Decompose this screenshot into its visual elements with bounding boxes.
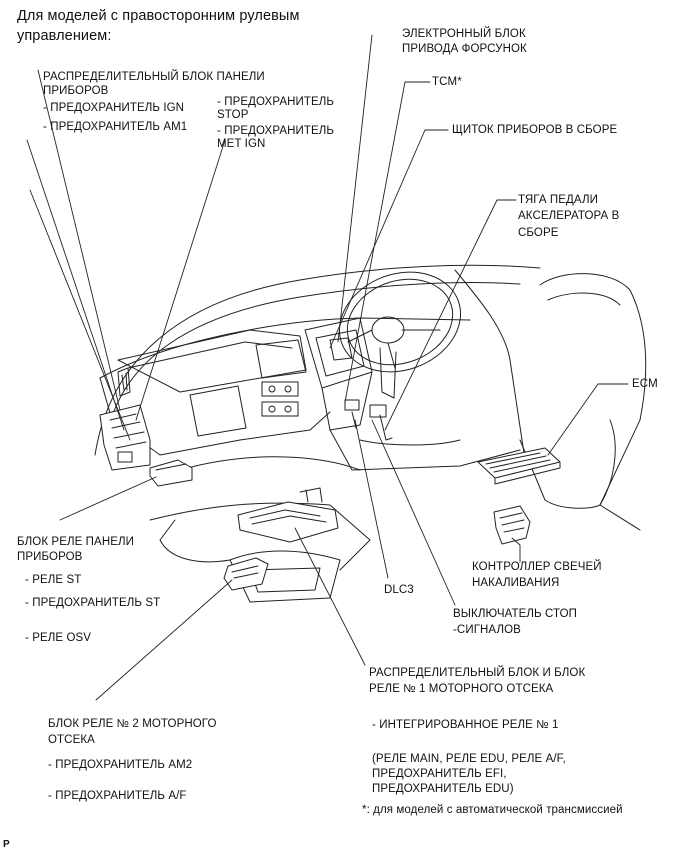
edu-label-line-1: ЭЛЕКТРОННЫЙ БЛОК [402, 28, 526, 40]
glow-controller [493, 505, 531, 545]
ipjb-fuse-stop-line-2: STOP [217, 109, 249, 121]
engine-rb1-contents-line-2: ПРЕДОХРАНИТЕЛЬ EFI, [372, 768, 507, 780]
ipjb-title-line-2: ПРИБОРОВ [43, 85, 109, 97]
stop-switch-label-line-1: ВЫКЛЮЧАТЕЛЬ СТОП [453, 608, 577, 620]
engine-rb1-integrated-relay: - ИНТЕГРИРОВАННОЕ РЕЛЕ № 1 [372, 719, 559, 731]
irb-title-line-2: ПРИБОРОВ [17, 551, 83, 563]
ipjb-fuse-met-ign-line-2: MET IGN [217, 138, 266, 150]
engine-rb2-fuse-af: - ПРЕДОХРАНИТЕЛЬ A/F [48, 790, 187, 802]
engine-rb1-contents-line-1: (РЕЛЕ MAIN, РЕЛЕ EDU, РЕЛЕ A/F, [372, 753, 566, 765]
windshield-inner-outline [107, 282, 521, 431]
steering-wheel [338, 271, 462, 373]
instrument-panel-relay-block [149, 459, 193, 487]
glow-label-line-2: НАКАЛИВАНИЯ [472, 577, 560, 589]
ipjb-fuse-am1: - ПРЕДОХРАНИТЕЛЬ AM1 [43, 121, 188, 133]
stop-switch-label-line-2: -СИГНАЛОВ [453, 624, 521, 636]
accel-label-line-2: АКСЕЛЕРАТОРА В [518, 210, 620, 222]
engine-room-relay-block-2 [223, 557, 269, 591]
engine-room-jb [237, 501, 339, 543]
irb-relay-osv: - РЕЛЕ OSV [25, 632, 92, 644]
heading-line-2: управлением: [17, 28, 112, 44]
accel-label-line-3: СБОРЕ [518, 227, 559, 239]
leader-lines [26, 34, 629, 701]
irb-relay-st: - РЕЛЕ ST [25, 574, 82, 586]
glow-label-line-1: КОНТРОЛЛЕР СВЕЧЕЙ [472, 561, 602, 573]
engine-rb1-contents-line-3: ПРЕДОХРАНИТЕЛЬ EDU) [372, 783, 514, 795]
accel-label-line-1: ТЯГА ПЕДАЛИ [518, 194, 598, 206]
heading-line-1: Для моделей с правосторонним рулевым [17, 8, 300, 24]
edu-label-line-2: ПРИВОДА ФОРСУНОК [402, 43, 527, 55]
irb-title-line-1: БЛОК РЕЛЕ ПАНЕЛИ [17, 536, 135, 548]
ecm-label: ECM [632, 378, 658, 390]
ipjb-fuse-met-ign-line-1: - ПРЕДОХРАНИТЕЛЬ [217, 125, 335, 137]
irb-fuse-st: - ПРЕДОХРАНИТЕЛЬ ST [25, 597, 161, 609]
ipjb-title-line-1: РАСПРЕДЕЛИТЕЛЬНЫЙ БЛОК ПАНЕЛИ [43, 71, 265, 83]
meter-label: ЩИТОК ПРИБОРОВ В СБОРЕ [452, 124, 618, 136]
engine-rb1-title-line-2: РЕЛЕ № 1 МОТОРНОГО ОТСЕКА [369, 683, 554, 695]
engine-rb1-title-line-1: РАСПРЕДЕЛИТЕЛЬНЫЙ БЛОК И БЛОК [369, 667, 586, 679]
dlc3-label: DLC3 [384, 584, 414, 596]
engine-rb2-title-line-1: БЛОК РЕЛЕ № 2 МОТОРНОГО [48, 718, 217, 730]
engine-rb2-title-line-2: ОТСЕКА [48, 734, 95, 746]
instrument-panel-jb [99, 404, 151, 471]
driver-seat [519, 273, 647, 509]
corner-mark: P [3, 839, 10, 850]
engine-rb2-fuse-am2: - ПРЕДОХРАНИТЕЛЬ AM2 [48, 759, 193, 771]
tcm-label: TCM* [432, 76, 462, 88]
ipjb-fuse-stop-line-1: - ПРЕДОХРАНИТЕЛЬ [217, 96, 335, 108]
ipjb-fuse-ign: - ПРЕДОХРАНИТЕЛЬ IGN [43, 102, 185, 114]
footnote: *: для моделей с автоматической трансмис… [362, 804, 623, 816]
